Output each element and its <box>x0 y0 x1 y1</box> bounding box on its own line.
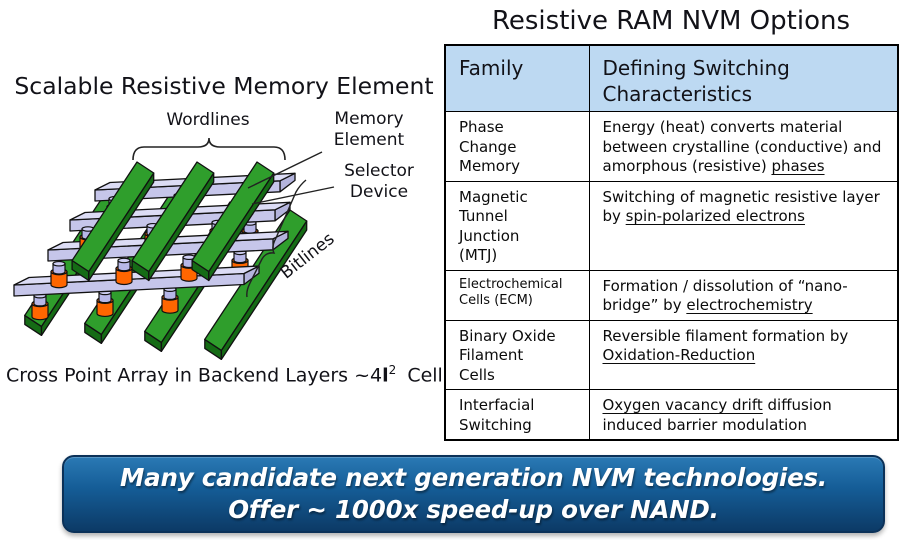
selector-device-leader <box>251 186 335 205</box>
family-cell: Magnetic Tunnel Junction (MTJ) <box>444 180 590 271</box>
top-wordlines-group <box>71 161 275 282</box>
wordlines-brace <box>132 137 286 161</box>
summary-banner: Many candidate next generation NVM techn… <box>62 455 885 533</box>
nvm-options-table: Family Defining Switching Characteristic… <box>444 44 899 441</box>
characteristics-cell: Switching of magnetic resistive layer by… <box>588 180 899 271</box>
family-cell: Phase Change Memory <box>444 111 590 182</box>
table-row: Magnetic Tunnel Junction (MTJ)Switching … <box>444 180 899 271</box>
selector-device-label: Selector Device <box>344 161 414 203</box>
diagram-heading: Scalable Resistive Memory Element <box>14 72 434 100</box>
table-row: Electrochemical Cells (ECM)Formation / d… <box>444 269 899 321</box>
header-family: Family <box>444 44 590 112</box>
header-characteristics: Defining Switching Characteristics <box>588 44 899 112</box>
characteristics-cell: Energy (heat) converts material between … <box>588 111 899 182</box>
bitlines-bracket <box>246 179 307 298</box>
family-cell: Electrochemical Cells (ECM) <box>444 269 590 321</box>
banner-line-2: Offer ~ 1000x speed-up over NAND. <box>228 495 719 524</box>
characteristics-cell: Reversible filament formation by Oxidati… <box>588 319 899 390</box>
crosspoint-array-diagram <box>13 137 335 361</box>
banner-line-1: Many candidate next generation NVM techn… <box>119 463 828 493</box>
memory-element-label: Memory Element <box>333 109 405 151</box>
wordlines-label: Wordlines <box>166 110 250 130</box>
table-header-row: Family Defining Switching Characteristic… <box>444 44 899 112</box>
characteristics-cell: Oxygen vacancy drift diffusion induced b… <box>588 389 899 441</box>
family-cell: Interfacial Switching <box>444 389 590 441</box>
characteristics-cell: Formation / dissolution of “nano-bridge”… <box>588 269 899 321</box>
memory-element-leader <box>247 151 323 189</box>
page-title: Resistive RAM NVM Options <box>491 6 851 36</box>
family-cell: Binary Oxide Filament Cells <box>444 319 590 390</box>
diagram-caption: Cross Point Array in Backend Layers ~4l2… <box>6 363 443 387</box>
